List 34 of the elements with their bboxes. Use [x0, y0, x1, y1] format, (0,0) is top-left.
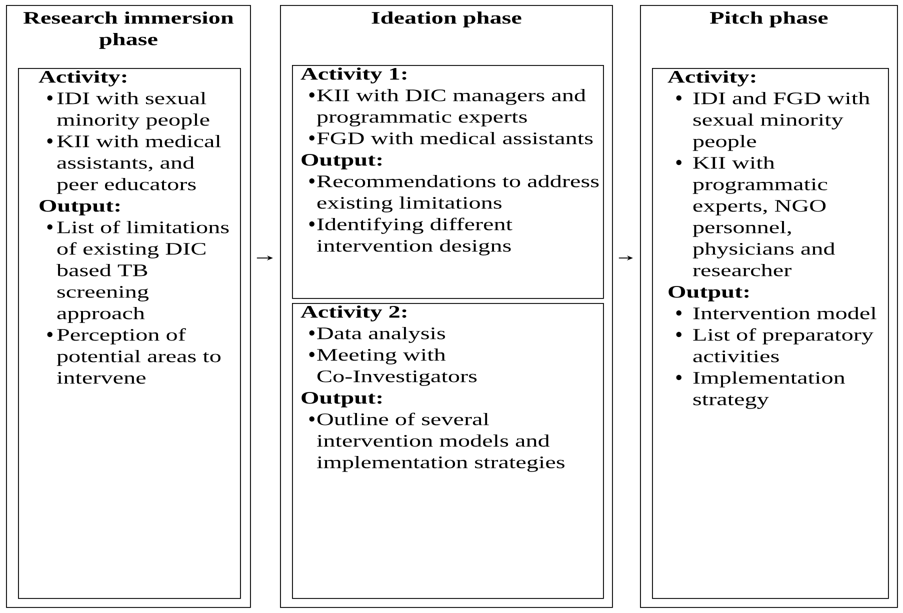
bullet-item: Data analysis — [309, 326, 445, 343]
bullet-item: Identifying different intervention designs — [309, 218, 512, 256]
bullet-item: List of preparatory activities — [676, 328, 874, 362]
bullet-item: KII with programmatic experts, NGO personnel, physicians and researcher — [676, 156, 835, 276]
section-heading: Activity: — [668, 70, 756, 86]
section-heading: Activity 2: — [300, 305, 406, 322]
section-heading: Activity: — [38, 70, 126, 86]
phase-heading: Ideation phase — [372, 11, 522, 28]
phase-box — [280, 5, 613, 608]
activity-box — [652, 68, 889, 599]
phase-heading: Pitch phase — [710, 11, 828, 28]
bullet-item: Implementation strategy — [676, 371, 846, 409]
bullet-item: FGD with medical assistants — [309, 132, 593, 144]
phase-box — [6, 5, 251, 608]
activity-box — [18, 68, 241, 599]
bullet-item: KII with medical assistants, and peer educators — [47, 134, 221, 194]
bullet-item: List of limitations of existing DIC based TB screening approach — [47, 220, 229, 323]
bullet-item: Perception of potential areas to intervene — [47, 328, 220, 384]
phase-box — [640, 5, 898, 608]
activity-box — [292, 303, 604, 599]
bullet-item: Recommendations to address existing limitations — [309, 174, 599, 212]
bullet-item: KII with DIC managers and programmatic experts — [309, 88, 586, 126]
phase-heading: Research immersion phase — [23, 11, 234, 49]
bullet-item: Meeting with Co-Investigators — [309, 348, 477, 386]
bullet-item: Intervention model — [676, 306, 876, 320]
section-heading: Output: — [40, 200, 120, 216]
section-heading: Output: — [302, 392, 382, 408]
section-heading: Output: — [668, 286, 748, 302]
section-heading: Output: — [302, 154, 382, 170]
bullet-item: Outline of several intervention models and implementation strategies — [309, 412, 564, 472]
activity-box — [292, 65, 604, 299]
bullet-item: IDI with sexual minority people — [47, 92, 210, 130]
bullet-item: IDI and FGD with sexual minority people — [676, 92, 870, 151]
section-heading: Activity 1: — [300, 67, 406, 84]
